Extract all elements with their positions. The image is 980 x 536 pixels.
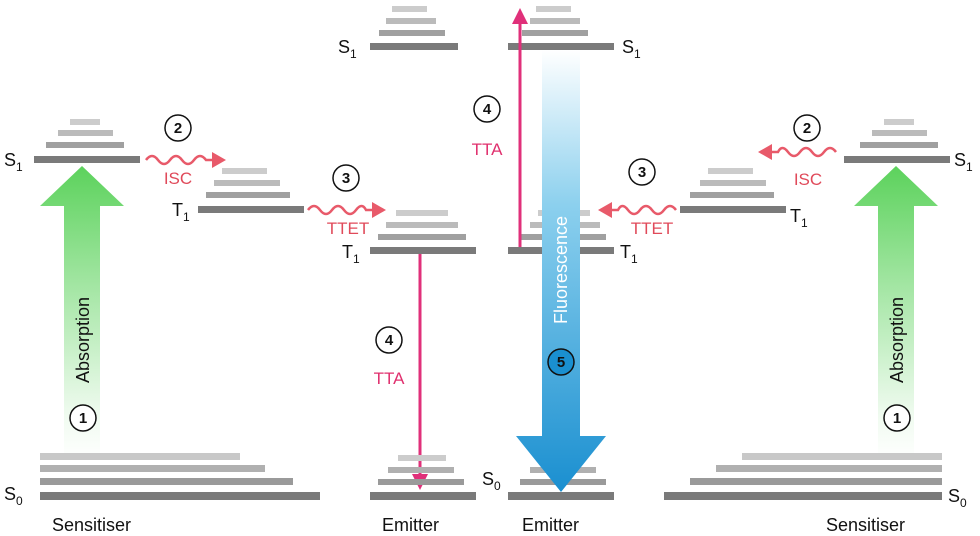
sensitiser-right-caption: Sensitiser (826, 515, 905, 535)
svg-text:1: 1 (79, 410, 87, 427)
svg-text:3: 3 (342, 170, 350, 187)
svg-text:2: 2 (803, 120, 811, 137)
isc-left-label: ISC (164, 169, 192, 188)
emitter-left-s0-levels (370, 455, 476, 500)
fluorescence-step-badge: 5 (547, 348, 575, 376)
sensitiser-right-s1-levels (844, 119, 950, 163)
svg-text:4: 4 (385, 332, 394, 349)
svg-text:2: 2 (174, 120, 182, 137)
emitter-left-caption: Emitter (382, 515, 439, 535)
isc-left-step-badge: 2 (164, 114, 192, 142)
absorption-left-arrow (40, 166, 124, 460)
isc-right-arrow (758, 144, 837, 160)
absorption-right-arrow (854, 166, 938, 460)
emitter-left-s1-levels (370, 6, 458, 50)
absorption-right-label: Absorption (887, 297, 907, 383)
svg-text:4: 4 (483, 101, 492, 118)
sensitiser-right-s1-label: S1 (954, 150, 973, 174)
ttet-right-arrow (598, 202, 677, 218)
tta-up-arrow (512, 8, 528, 247)
sensitiser-left-caption: Sensitiser (52, 515, 131, 535)
emitter-left-t1-levels (370, 210, 476, 254)
tta-right-step-badge: 4 (473, 95, 501, 123)
sensitiser-left-s1-levels (34, 119, 140, 163)
isc-right-label: ISC (794, 170, 822, 189)
ttet-right-step-badge: 3 (628, 158, 656, 186)
sensitiser-right-t1-label: T1 (790, 206, 808, 230)
tta-down-arrow (412, 254, 428, 490)
emitter-right-s1-levels (508, 6, 614, 50)
emitter-right-t1-label: T1 (620, 242, 638, 266)
emitter-right-s0-label: S0 (482, 469, 501, 493)
ttet-left-step-badge: 3 (332, 164, 360, 192)
absorption-left-label: Absorption (73, 297, 93, 383)
fluorescence-label: Fluorescence (551, 216, 571, 324)
emitter-left-s1-label: S1 (338, 37, 357, 61)
sensitiser-right-t1-levels (680, 168, 786, 213)
sensitiser-left-s0-label: S0 (4, 484, 23, 508)
absorption-right-step-badge: 1 (883, 404, 911, 432)
emitter-right-s1-label: S1 (622, 37, 641, 61)
sensitiser-left-t1-levels (198, 168, 304, 213)
svg-text:1: 1 (893, 410, 901, 427)
tta-left-label: TTA (374, 369, 406, 388)
isc-right-step-badge: 2 (793, 114, 821, 142)
isc-left-arrow (145, 152, 226, 168)
emitter-right-caption: Emitter (522, 515, 579, 535)
sensitiser-left-s1-label: S1 (4, 150, 23, 174)
fluorescence-arrow (516, 50, 606, 492)
ttet-right-label: TTET (631, 219, 674, 238)
sensitiser-right-s0-label: S0 (948, 486, 967, 510)
tta-left-step-badge: 4 (375, 326, 403, 354)
absorption-left-step-badge: 1 (69, 404, 97, 432)
emitter-left-t1-label: T1 (342, 242, 360, 266)
svg-text:5: 5 (557, 354, 565, 371)
sensitiser-right-s0-levels (664, 453, 942, 500)
svg-text:3: 3 (638, 164, 646, 181)
sensitiser-left-s0-levels (40, 453, 320, 500)
ttet-left-arrow (307, 202, 386, 218)
sensitiser-left-t1-label: T1 (172, 200, 190, 224)
tta-right-label: TTA (472, 140, 504, 159)
ttet-left-label: TTET (327, 219, 370, 238)
